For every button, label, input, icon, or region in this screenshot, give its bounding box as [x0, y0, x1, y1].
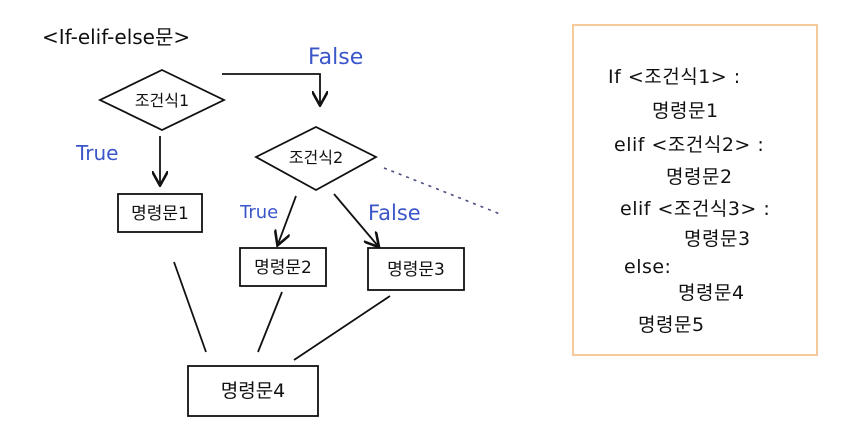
true-label-left: True [75, 141, 118, 165]
merge-line-1 [173, 261, 207, 353]
merge-line-3 [293, 295, 391, 361]
merge-line-2 [257, 291, 283, 353]
statement-1-box [117, 193, 203, 233]
code-line-if: If <조건식1> : [608, 66, 741, 88]
statement-3-box [367, 247, 465, 291]
statement-2-box [239, 247, 327, 287]
false-arrow-top [222, 73, 320, 104]
code-panel: If <조건식1> : 명령문1 elif <조건식2> : 명령문2 elif… [572, 24, 818, 356]
code-line-statement-2: 명령문2 [666, 166, 733, 188]
statement-4-box [187, 365, 319, 417]
code-line-statement-3: 명령문3 [684, 228, 751, 250]
condition-2-label: 조건식2 [289, 148, 343, 167]
code-line-statement-1: 명령문1 [652, 100, 719, 122]
code-line-statement-5: 명령문5 [638, 314, 705, 336]
statement-3-label: 명령문3 [387, 260, 445, 280]
code-line-else: else: [624, 256, 672, 278]
false-label-mid: False [368, 201, 421, 225]
false-label-top: False [308, 45, 363, 70]
code-line-statement-4: 명령문4 [678, 282, 745, 304]
diagram-title: <If-elif-else문> [42, 25, 190, 49]
condition-1-diamond [97, 69, 227, 131]
statement-4-label: 명령문4 [221, 380, 286, 402]
true-arrow-mid [278, 195, 297, 244]
condition-1-label: 조건식1 [135, 91, 189, 110]
code-line-elif-2: elif <조건식3> : [620, 198, 771, 220]
code-line-elif-1: elif <조건식2> : [614, 134, 765, 156]
condition-2-diamond [254, 125, 378, 192]
true-label-mid: True [239, 202, 278, 223]
statement-2-label: 명령문2 [254, 258, 312, 278]
false-arrow-mid [333, 193, 378, 246]
statement-1-label: 명령문1 [131, 204, 189, 224]
